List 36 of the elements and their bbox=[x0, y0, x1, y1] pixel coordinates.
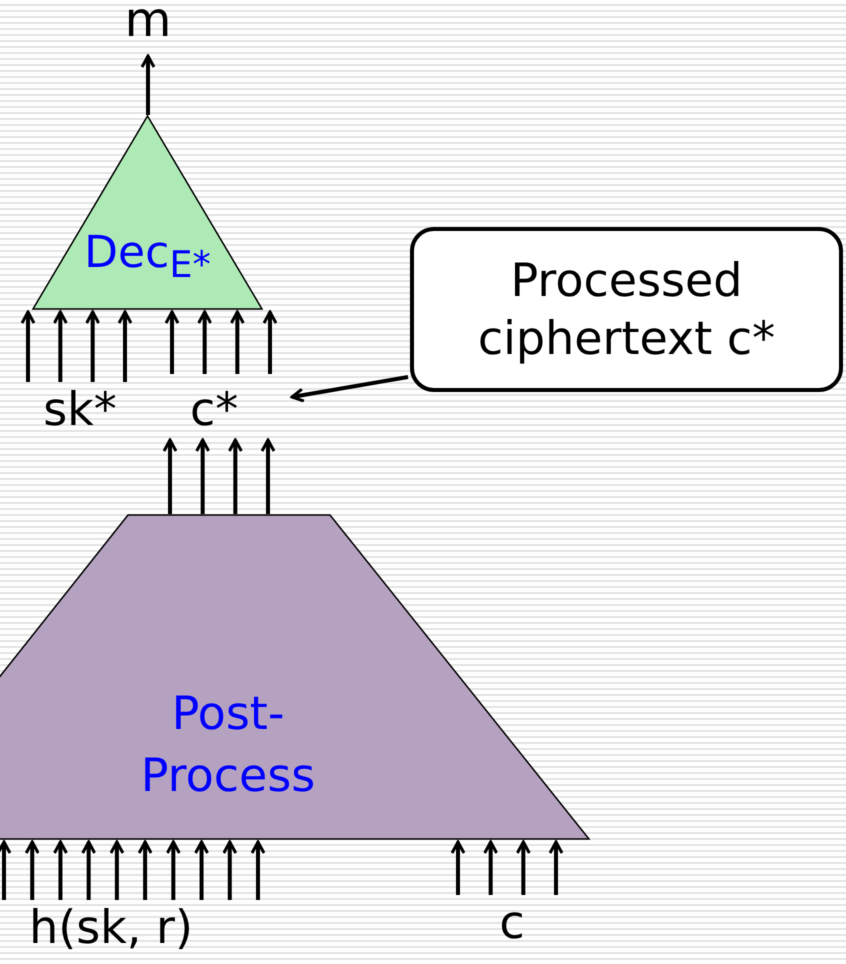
arrow bbox=[164, 310, 180, 374]
block-label: Dec$_{E*}$ bbox=[83, 226, 212, 288]
arrow bbox=[548, 840, 564, 895]
leader-line bbox=[290, 375, 408, 403]
arrow bbox=[81, 840, 96, 900]
arrow bbox=[197, 310, 212, 374]
arrow bbox=[20, 310, 36, 382]
arrow bbox=[52, 840, 68, 900]
arrow bbox=[138, 840, 153, 900]
arrow bbox=[483, 840, 498, 895]
block-label: Post- Process bbox=[140, 685, 316, 804]
arrow bbox=[24, 840, 40, 900]
input-label: h(sk, r) bbox=[0, 900, 222, 960]
callout-box: Processed ciphertext c* bbox=[410, 227, 843, 392]
arrow bbox=[194, 840, 210, 900]
arrow bbox=[250, 840, 266, 900]
arrow bbox=[0, 840, 12, 900]
arrow bbox=[166, 840, 181, 900]
ciphertext-label: c* bbox=[190, 382, 292, 438]
arrow bbox=[222, 840, 238, 900]
arrow bbox=[140, 54, 156, 115]
input-label: sk* bbox=[30, 382, 130, 438]
arrow bbox=[230, 310, 245, 374]
arrow bbox=[85, 310, 100, 382]
arrow bbox=[260, 438, 276, 514]
arrow bbox=[162, 438, 178, 514]
arrow bbox=[109, 840, 124, 900]
arrow bbox=[450, 840, 466, 895]
arrow bbox=[262, 310, 278, 374]
input-label: c bbox=[492, 895, 532, 955]
arrow bbox=[118, 310, 132, 382]
arrow bbox=[195, 438, 210, 514]
arrow bbox=[228, 438, 243, 514]
arrow bbox=[516, 840, 531, 895]
arrow bbox=[52, 310, 68, 382]
output-label: m bbox=[116, 0, 180, 54]
